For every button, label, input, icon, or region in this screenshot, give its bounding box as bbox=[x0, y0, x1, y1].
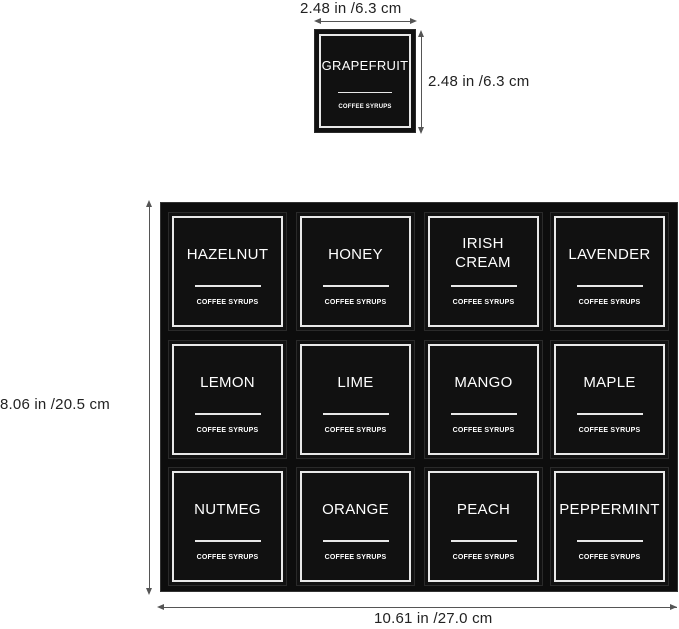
sheet-width-line bbox=[161, 607, 677, 608]
sticker-subtitle: COFFEE SYRUPS bbox=[452, 299, 515, 306]
sticker-subtitle: COFFEE SYRUPS bbox=[578, 427, 641, 434]
sticker-subtitle: COFFEE SYRUPS bbox=[324, 427, 387, 434]
sticker-subtitle: COFFEE SYRUPS bbox=[578, 299, 641, 306]
sticker-rule bbox=[577, 413, 643, 415]
sticker-subtitle: COFFEE SYRUPS bbox=[452, 427, 515, 434]
sheet-height-label: 8.06 in /20.5 cm bbox=[0, 396, 110, 413]
single-width-arrow-left bbox=[314, 18, 321, 24]
sticker-name: MANGO bbox=[454, 374, 513, 391]
sheet-width-arrow-right bbox=[670, 604, 677, 610]
sticker-rule bbox=[195, 413, 261, 415]
sticker: MANGO COFFEE SYRUPS bbox=[425, 341, 542, 458]
single-sticker: GRAPEFRUIT COFFEE SYRUPS bbox=[315, 30, 415, 132]
sheet-width-label: 10.61 in /27.0 cm bbox=[374, 610, 493, 627]
sticker-rule bbox=[577, 285, 643, 287]
sticker: PEACH COFFEE SYRUPS bbox=[425, 468, 542, 585]
sticker-frame bbox=[300, 344, 411, 455]
sticker: PEPPERMINT COFFEE SYRUPS bbox=[551, 468, 668, 585]
sticker-frame bbox=[172, 344, 283, 455]
sticker-rule bbox=[451, 413, 517, 415]
sticker: ORANGE COFFEE SYRUPS bbox=[297, 468, 414, 585]
sticker-frame bbox=[428, 471, 539, 582]
sticker-subtitle: COFFEE SYRUPS bbox=[196, 299, 259, 306]
sticker-frame bbox=[554, 344, 665, 455]
single-height-label: 2.48 in /6.3 cm bbox=[428, 73, 530, 90]
sheet-height-line bbox=[149, 203, 150, 593]
single-width-label: 2.48 in /6.3 cm bbox=[300, 0, 402, 17]
sticker: NUTMEG COFFEE SYRUPS bbox=[169, 468, 286, 585]
sticker-frame bbox=[554, 216, 665, 327]
sticker-name: ORANGE bbox=[322, 501, 389, 518]
sticker-subtitle: COFFEE SYRUPS bbox=[196, 427, 259, 434]
sticker-name: IRISH CREAM bbox=[455, 235, 511, 271]
sheet-height-arrow-up bbox=[146, 200, 152, 207]
sticker-rule bbox=[323, 285, 389, 287]
sticker-subtitle: COFFEE SYRUPS bbox=[452, 554, 515, 561]
sticker-name: LAVENDER bbox=[568, 246, 651, 263]
sticker-frame bbox=[428, 344, 539, 455]
sheet-height-arrow-down bbox=[146, 588, 152, 595]
sticker-rule bbox=[338, 92, 392, 93]
sticker-subtitle: COFFEE SYRUPS bbox=[578, 554, 641, 561]
sticker-subtitle: COFFEE SYRUPS bbox=[324, 299, 387, 306]
sticker-frame bbox=[300, 471, 411, 582]
sticker-name: GRAPEFRUIT bbox=[321, 58, 409, 73]
single-height-arrow-up bbox=[418, 30, 424, 37]
sheet-width-arrow-left bbox=[157, 604, 164, 610]
sticker-frame bbox=[554, 471, 665, 582]
sticker-name: PEPPERMINT bbox=[559, 501, 660, 518]
sticker-frame bbox=[428, 216, 539, 327]
sticker: IRISH CREAM COFFEE SYRUPS bbox=[425, 213, 542, 330]
sticker-subtitle: COFFEE SYRUPS bbox=[196, 554, 259, 561]
sticker: HONEY COFFEE SYRUPS bbox=[297, 213, 414, 330]
sticker-frame bbox=[172, 471, 283, 582]
sticker-name: LEMON bbox=[200, 374, 255, 391]
sticker: HAZELNUT COFFEE SYRUPS bbox=[169, 213, 286, 330]
sticker-rule bbox=[195, 540, 261, 542]
sticker-rule bbox=[195, 285, 261, 287]
sticker-frame bbox=[300, 216, 411, 327]
single-height-line bbox=[421, 32, 422, 132]
sticker-frame bbox=[319, 34, 411, 128]
sticker-name: PEACH bbox=[456, 501, 511, 518]
sticker-rule bbox=[323, 413, 389, 415]
sticker: MAPLE COFFEE SYRUPS bbox=[551, 341, 668, 458]
sticker-rule bbox=[577, 540, 643, 542]
sticker-rule bbox=[451, 285, 517, 287]
sticker-name: MAPLE bbox=[583, 374, 636, 391]
sticker-name: LIME bbox=[337, 374, 374, 391]
sticker-name: HAZELNUT bbox=[186, 246, 269, 263]
sticker-name: HONEY bbox=[328, 246, 383, 263]
sticker: LIME COFFEE SYRUPS bbox=[297, 341, 414, 458]
sticker-rule bbox=[323, 540, 389, 542]
sticker: LAVENDER COFFEE SYRUPS bbox=[551, 213, 668, 330]
sticker-subtitle: COFFEE SYRUPS bbox=[338, 104, 392, 110]
sticker: LEMON COFFEE SYRUPS bbox=[169, 341, 286, 458]
single-height-arrow-down bbox=[418, 127, 424, 134]
single-width-arrow-right bbox=[410, 18, 417, 24]
sticker-name: NUTMEG bbox=[194, 501, 261, 518]
sticker-frame bbox=[172, 216, 283, 327]
sticker-subtitle: COFFEE SYRUPS bbox=[324, 554, 387, 561]
sticker-rule bbox=[451, 540, 517, 542]
single-width-line bbox=[318, 21, 414, 22]
